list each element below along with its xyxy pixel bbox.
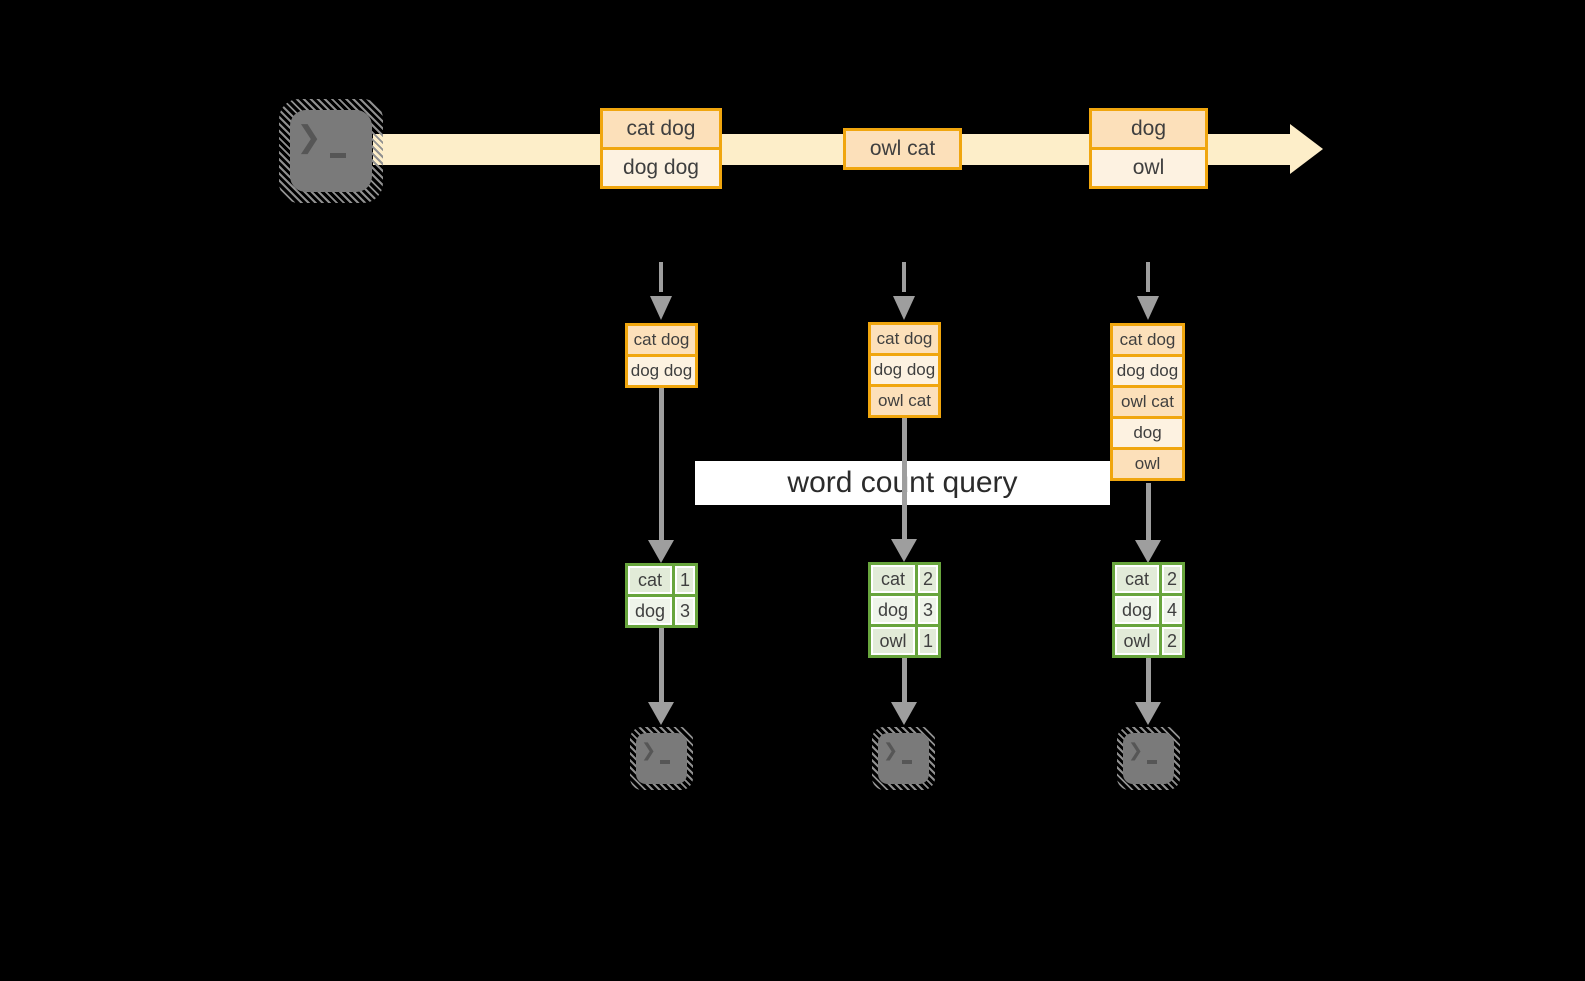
word-cell: dog [628, 597, 672, 625]
count-cell: 1 [675, 566, 695, 594]
ingest-arrow-1 [659, 262, 663, 292]
prompt-underscore-icon [329, 152, 346, 158]
output-arrowhead-2-icon [891, 702, 917, 725]
buffer-cell: owl cat [1113, 385, 1182, 416]
stream-record-2: owl cat [843, 128, 962, 170]
prompt-chevron-icon: ❯ [882, 740, 899, 760]
word-cell: cat [1115, 565, 1159, 593]
output-arrow-2 [902, 658, 907, 702]
ingest-arrow-2 [902, 262, 906, 292]
count-cell: 2 [1162, 627, 1182, 655]
output-arrow-3 [1146, 658, 1151, 702]
terminal-body: ❯ [878, 733, 929, 784]
count-cell: 1 [918, 627, 938, 655]
prompt-chevron-icon: ❯ [1127, 740, 1144, 760]
ingest-arrowhead-1-icon [650, 296, 672, 320]
source-terminal-icon: ❯ [279, 99, 383, 203]
buffer-stack-1: cat dog dog dog [625, 323, 698, 388]
record-cell: cat dog [603, 111, 719, 147]
ingest-arrow-3 [1146, 262, 1150, 292]
query-arrow-2 [902, 418, 907, 548]
buffer-cell: dog dog [1113, 354, 1182, 385]
word-cell: dog [871, 596, 915, 624]
stream-record-3: dog owl [1089, 108, 1208, 189]
query-arrowhead-3-icon [1135, 540, 1161, 563]
count-cell: 3 [675, 597, 695, 625]
prompt-underscore-icon [1147, 759, 1158, 764]
prompt-underscore-icon [902, 759, 913, 764]
word-cell: dog [1115, 596, 1159, 624]
count-table-3: cat 2 dog 4 owl 2 [1112, 562, 1185, 658]
buffer-cell: dog dog [871, 353, 938, 384]
output-arrowhead-1-icon [648, 702, 674, 725]
sink-terminal-icon-3: ❯ [1117, 727, 1180, 790]
query-arrow-1 [659, 387, 664, 547]
buffer-cell: cat dog [1113, 326, 1182, 354]
buffer-cell: dog dog [628, 354, 695, 385]
prompt-chevron-icon: ❯ [296, 120, 322, 154]
count-cell: 2 [918, 565, 938, 593]
buffer-cell: cat dog [871, 325, 938, 353]
stream-arrowhead-icon [1290, 124, 1323, 174]
word-cell: cat [871, 565, 915, 593]
output-arrowhead-3-icon [1135, 702, 1161, 725]
record-cell: dog dog [603, 147, 719, 186]
sink-terminal-icon-1: ❯ [630, 727, 693, 790]
count-cell: 2 [1162, 565, 1182, 593]
buffer-cell: cat dog [628, 326, 695, 354]
buffer-cell: dog [1113, 416, 1182, 447]
terminal-body: ❯ [636, 733, 687, 784]
query-arrowhead-2-icon [891, 539, 917, 562]
query-arrowhead-1-icon [648, 540, 674, 563]
prompt-chevron-icon: ❯ [640, 740, 657, 760]
record-cell: owl cat [846, 131, 959, 167]
count-table-2: cat 2 dog 3 owl 1 [868, 562, 941, 658]
word-cell: owl [871, 627, 915, 655]
record-cell: owl [1092, 147, 1205, 186]
terminal-body: ❯ [1123, 733, 1174, 784]
count-table-1: cat 1 dog 3 [625, 563, 698, 628]
ingest-arrowhead-2-icon [893, 296, 915, 320]
word-cell: cat [628, 566, 672, 594]
output-arrow-1 [659, 628, 664, 702]
buffer-cell: owl [1113, 447, 1182, 478]
sink-terminal-icon-2: ❯ [872, 727, 935, 790]
ingest-arrowhead-3-icon [1137, 296, 1159, 320]
terminal-body: ❯ [290, 110, 372, 192]
prompt-underscore-icon [660, 759, 671, 764]
count-cell: 3 [918, 596, 938, 624]
buffer-stack-2: cat dog dog dog owl cat [868, 322, 941, 418]
stream-record-1: cat dog dog dog [600, 108, 722, 189]
buffer-stack-3: cat dog dog dog owl cat dog owl [1110, 323, 1185, 481]
record-cell: dog [1092, 111, 1205, 147]
word-cell: owl [1115, 627, 1159, 655]
buffer-cell: owl cat [871, 384, 938, 415]
query-arrow-3 [1146, 483, 1151, 548]
count-cell: 4 [1162, 596, 1182, 624]
